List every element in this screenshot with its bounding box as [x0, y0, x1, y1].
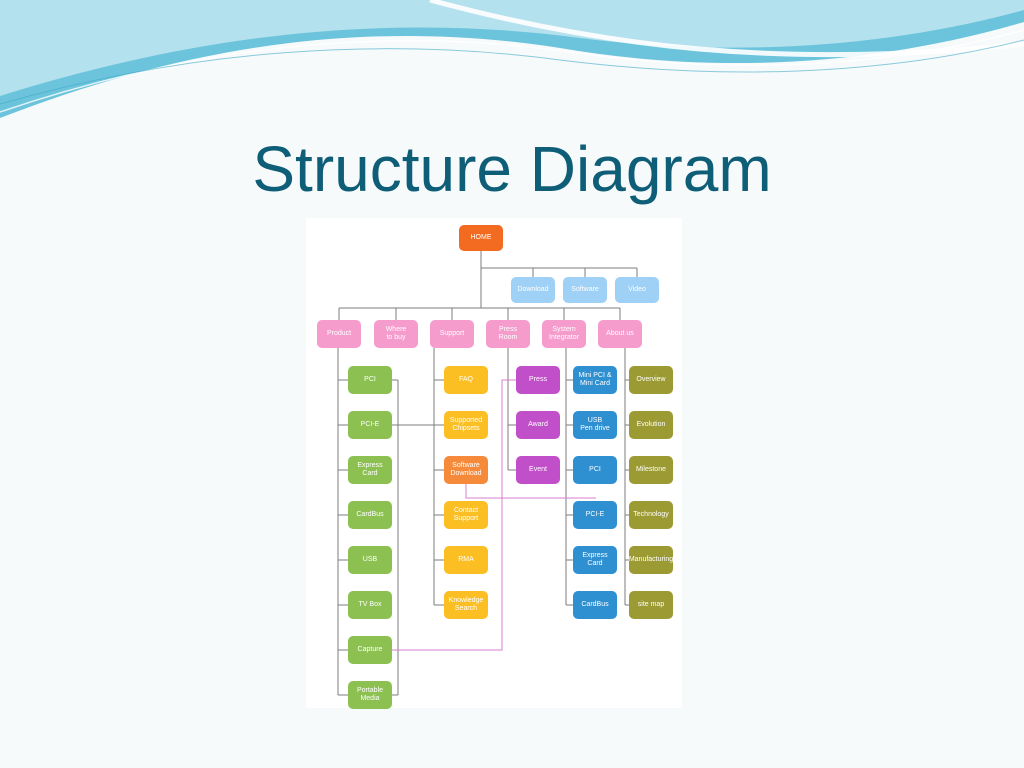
about-item-evolution[interactable]: Evolution [629, 411, 673, 439]
header-wave-line-1 [0, 29, 1024, 113]
support-item-knowledge-search[interactable]: Knowledge Search [444, 591, 488, 619]
product-item-tv-box[interactable]: TV Box [348, 591, 392, 619]
category-about-us[interactable]: About us [598, 320, 642, 348]
about-item-milestone[interactable]: Milestone [629, 456, 673, 484]
press-item-press[interactable]: Press [516, 366, 560, 394]
home-node[interactable]: HOME [459, 225, 503, 251]
category-system-integrator[interactable]: System Integrator [542, 320, 586, 348]
product-item-pci[interactable]: PCI [348, 366, 392, 394]
category-press-room[interactable]: Press Room [486, 320, 530, 348]
category-product[interactable]: Product [317, 320, 361, 348]
product-item-portable-media[interactable]: Portable Media [348, 681, 392, 709]
support-item-rma[interactable]: RMA [444, 546, 488, 574]
product-item-express-card[interactable]: Express Card [348, 456, 392, 484]
header-wave-line-2 [0, 39, 1024, 105]
about-item-site-map[interactable]: site map [629, 591, 673, 619]
top-link-video[interactable]: Video [615, 277, 659, 303]
category-where-to-buy[interactable]: Where to buy [374, 320, 418, 348]
integrator-item-usb-pen-drive[interactable]: USB Pen drive [573, 411, 617, 439]
about-item-technology[interactable]: Technology [629, 501, 673, 529]
category-support[interactable]: Support [430, 320, 474, 348]
about-item-manufacturing[interactable]: Manufacturing [629, 546, 673, 574]
support-item-supported-chipsets[interactable]: Supported Chipsets [444, 411, 488, 439]
product-item-usb[interactable]: USB [348, 546, 392, 574]
integrator-item-mini-pci-mini-card[interactable]: Mini PCI & Mini Card [573, 366, 617, 394]
top-link-software[interactable]: Software [563, 277, 607, 303]
support-item-faq[interactable]: FAQ [444, 366, 488, 394]
press-item-award[interactable]: Award [516, 411, 560, 439]
product-item-capture[interactable]: Capture [348, 636, 392, 664]
press-item-event[interactable]: Event [516, 456, 560, 484]
about-item-overview[interactable]: Overview [629, 366, 673, 394]
product-item-pci-e[interactable]: PCI-E [348, 411, 392, 439]
support-item-software-download[interactable]: Software Download [444, 456, 488, 484]
header-wave-light [0, 0, 1024, 96]
integrator-item-express-card[interactable]: Express Card [573, 546, 617, 574]
integrator-item-pci-e[interactable]: PCI-E [573, 501, 617, 529]
cross-link-capture-press [392, 379, 516, 651]
integrator-item-cardbus[interactable]: CardBus [573, 591, 617, 619]
slide-title: Structure Diagram [252, 133, 772, 205]
top-link-download[interactable]: Download [511, 277, 555, 303]
integrator-item-pci[interactable]: PCI [573, 456, 617, 484]
product-item-cardbus[interactable]: CardBus [348, 501, 392, 529]
cross-link-download-integrator [465, 484, 596, 499]
support-item-contact-support[interactable]: Contact Support [444, 501, 488, 529]
